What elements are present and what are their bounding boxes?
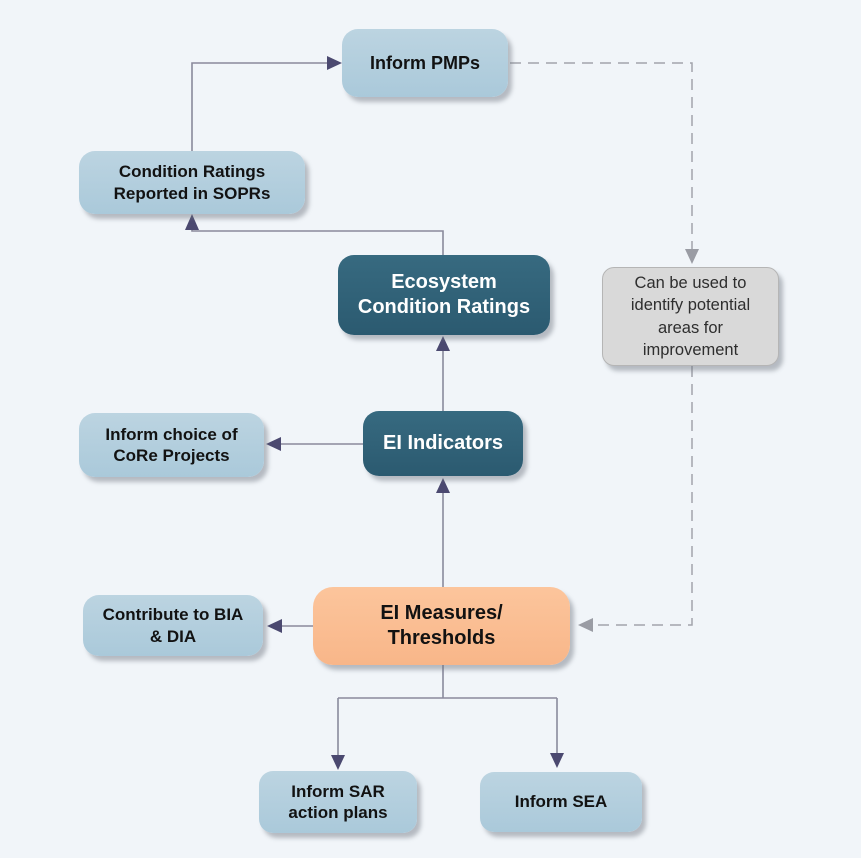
arrow-ecosystem-to-soprs (185, 214, 444, 255)
node-improvement-note: Can be used to identify potential areas … (602, 267, 779, 366)
node-label: Inform SAR (291, 781, 385, 801)
node-label: EI Measures/ (380, 602, 503, 625)
node-label: Reported in SOPRs (113, 183, 271, 203)
arrow-ei-measures-to-sar-and-sea (331, 665, 564, 770)
node-label: & DIA (149, 626, 197, 646)
node-label: Contribute to BIA (102, 605, 244, 625)
node-inform-sar-action-plans: Inform SAR action plans (259, 771, 417, 833)
dashed-arrow-improvement-note-to-ei-measures (578, 366, 693, 632)
node-label: identify potential (630, 296, 751, 315)
arrow-soprs-to-inform-pmps (191, 56, 342, 151)
node-ei-indicators: EI Indicators (363, 411, 523, 476)
node-contribute-bia-dia: Contribute to BIA & DIA (83, 595, 263, 656)
node-label: EI Indicators (382, 432, 504, 455)
node-condition-ratings-soprs: Condition Ratings Reported in SOPRs (79, 151, 305, 214)
node-label: improvement (642, 340, 739, 359)
dashed-arrow-pmps-to-improvement-note (510, 62, 699, 264)
node-label: Ecosystem (391, 271, 497, 294)
node-inform-sea: Inform SEA (480, 772, 642, 832)
node-label: areas for (657, 318, 724, 337)
node-label: Condition Ratings (118, 162, 266, 182)
node-label: Inform PMPs (369, 52, 480, 73)
node-label: Thresholds (387, 627, 496, 649)
node-label: Inform SEA (514, 792, 608, 812)
node-ei-measures-thresholds: EI Measures/ Thresholds (313, 587, 570, 665)
node-inform-core-projects: Inform choice of CoRe Projects (79, 413, 264, 477)
arrow-ei-indicators-to-core-projects (266, 437, 363, 451)
arrow-ei-measures-to-ei-indicators (436, 478, 450, 587)
node-label: Inform choice of (105, 424, 238, 444)
node-inform-pmps: Inform PMPs (342, 29, 508, 97)
node-ecosystem-condition-ratings: Ecosystem Condition Ratings (338, 255, 550, 335)
node-label: Can be used to (634, 273, 747, 292)
arrow-ei-measures-to-bia-dia (267, 619, 313, 633)
node-label: CoRe Projects (113, 446, 230, 465)
node-label: Condition Ratings (357, 296, 531, 318)
arrow-ei-indicators-to-ecosystem (436, 336, 450, 411)
node-label: action plans (288, 803, 388, 822)
